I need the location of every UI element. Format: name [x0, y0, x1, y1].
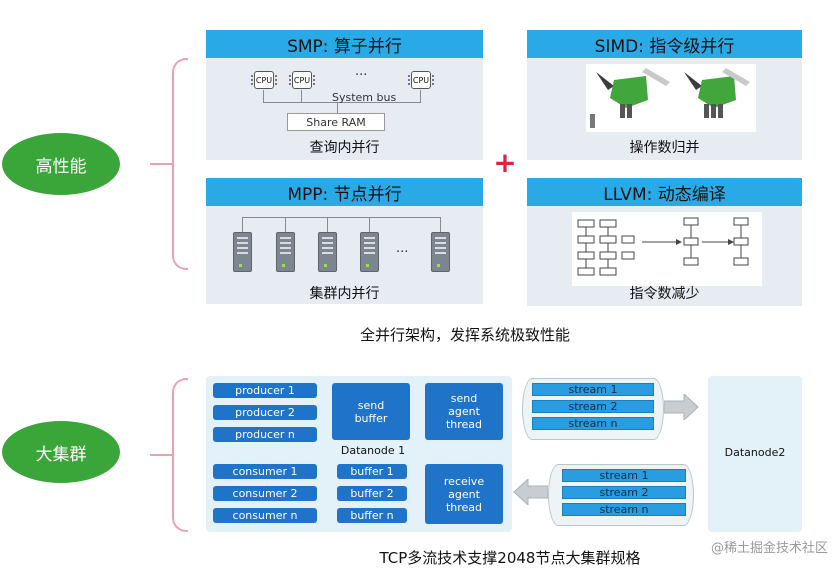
server-icon-n — [431, 232, 450, 272]
server-icon-3 — [318, 232, 337, 272]
producer-n: producer n — [213, 427, 317, 442]
datanode2-label: Datanode2 — [724, 446, 786, 459]
cpu-chip-n: CPU — [408, 71, 434, 89]
stream-in-2: stream 2 — [562, 486, 686, 499]
top-brace — [172, 58, 188, 270]
send-buffer: send buffer — [332, 383, 410, 440]
simd-icon — [590, 68, 750, 128]
producer-1: producer 1 — [213, 383, 317, 398]
datanode2-panel — [708, 376, 802, 532]
mpp-link-3 — [327, 217, 328, 232]
bottom-summary: TCP多流技术支撑2048节点大集群规格 — [379, 549, 641, 567]
high-performance-label: 高性能 — [2, 133, 120, 195]
ram-link — [337, 103, 338, 113]
cpu-ellipsis: ··· — [355, 68, 368, 83]
arrow-left-icon — [512, 477, 549, 507]
simd-caption: 操作数归并 — [629, 140, 700, 156]
top-brace-tick — [150, 163, 174, 165]
mpp-caption: 集群内并行 — [309, 286, 380, 302]
system-bus-line — [263, 102, 421, 103]
consumer-2: consumer 2 — [213, 486, 317, 501]
buffer-2: buffer 2 — [337, 486, 407, 501]
cpu-link-1 — [263, 90, 264, 102]
cpu-chip-2: CPU — [289, 71, 315, 89]
system-bus-label: System bus — [332, 91, 397, 104]
stream-out-1: stream 1 — [532, 383, 654, 396]
arrow-right-icon — [663, 392, 700, 422]
server-icon-4 — [360, 232, 379, 272]
smp-title: SMP: 算子并行 — [206, 30, 483, 58]
llvm-illustration — [572, 212, 762, 286]
llvm-flow-icon — [577, 217, 749, 276]
mpp-link-4 — [369, 217, 370, 232]
share-ram-box: Share RAM — [287, 113, 385, 131]
stream-out-n: stream n — [532, 417, 654, 430]
llvm-caption: 指令数减少 — [629, 286, 700, 302]
stream-in-n: stream n — [562, 503, 686, 516]
cpu-chip-1: CPU — [251, 71, 277, 89]
stream-out-2: stream 2 — [532, 400, 654, 413]
consumer-n: consumer n — [213, 508, 317, 523]
buffer-1: buffer 1 — [337, 464, 407, 479]
mpp-link-1 — [242, 217, 243, 232]
smp-caption: 查询内并行 — [309, 140, 380, 156]
llvm-title: LLVM: 动态编译 — [527, 178, 802, 206]
mpp-ellipsis: ··· — [396, 245, 409, 260]
simd-illustration — [586, 64, 756, 132]
cpu-link-2 — [301, 90, 302, 102]
bottom-brace-tick — [150, 454, 174, 456]
cpu-link-n — [420, 90, 421, 102]
server-icon-1 — [233, 232, 252, 272]
mpp-link-n — [440, 217, 441, 232]
watermark: @稀土掘金技术社区 — [710, 541, 828, 556]
consumer-1: consumer 1 — [213, 464, 317, 479]
mpp-link-2 — [285, 217, 286, 232]
simd-title: SIMD: 指令级并行 — [527, 30, 802, 58]
plus-sign: + — [493, 146, 517, 179]
buffer-n: buffer n — [337, 508, 407, 523]
stream-in-1: stream 1 — [562, 469, 686, 482]
large-cluster-label: 大集群 — [2, 421, 120, 483]
bottom-brace — [172, 378, 188, 532]
producer-2: producer 2 — [213, 405, 317, 420]
datanode1-label: Datanode 1 — [340, 444, 406, 457]
server-icon-2 — [276, 232, 295, 272]
mpp-title: MPP: 节点并行 — [206, 178, 483, 206]
top-summary: 全并行架构，发挥系统极致性能 — [359, 326, 570, 344]
send-agent-thread: send agent thread — [425, 383, 503, 440]
mpp-bus-line — [242, 217, 440, 218]
receive-agent-thread: receive agent thread — [425, 464, 503, 524]
